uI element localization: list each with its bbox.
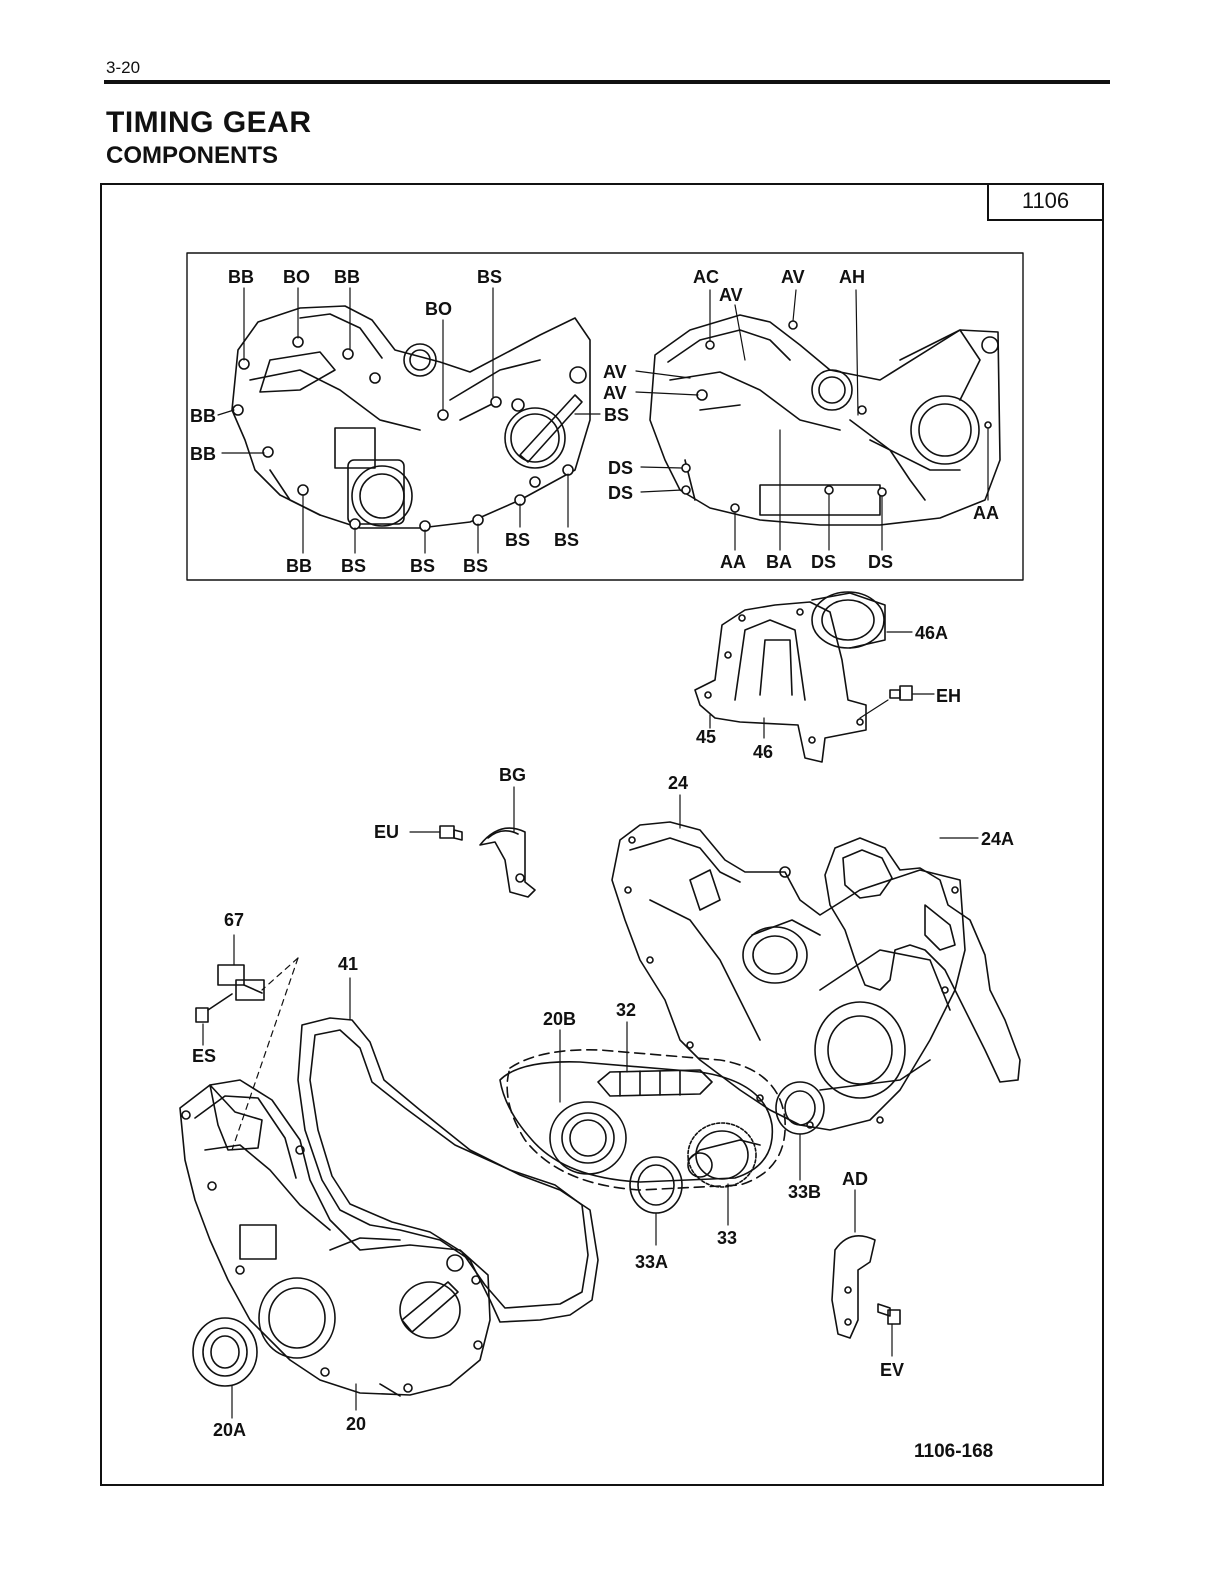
label-20b: 20B <box>543 1009 576 1029</box>
label-eu: EU <box>374 822 399 842</box>
inset-cover-outer <box>232 306 590 528</box>
callout-labels: BB BO BB BS BO BB BB BS BB BS BS BS BS B… <box>190 267 1014 1440</box>
bracket-ad <box>832 1236 875 1338</box>
label-ac: AC <box>693 267 719 287</box>
label-46: 46 <box>753 742 773 762</box>
label-33a: 33A <box>635 1252 668 1272</box>
sensor-guides <box>232 958 298 1150</box>
bolt-ev <box>878 1304 900 1324</box>
label-32: 32 <box>616 1000 636 1020</box>
label-aa: AA <box>720 552 746 572</box>
oil-seal-20a <box>193 1318 257 1386</box>
label-aa: AA <box>973 503 999 523</box>
inset-right-leaders <box>636 290 988 550</box>
label-av: AV <box>603 362 627 382</box>
label-eh: EH <box>936 686 961 706</box>
spacer-33a <box>630 1157 682 1213</box>
label-ds: DS <box>608 458 633 478</box>
label-24: 24 <box>668 773 688 793</box>
label-bs: BS <box>505 530 530 550</box>
label-bs: BS <box>341 556 366 576</box>
label-45: 45 <box>696 727 716 747</box>
bolt-es <box>196 994 232 1022</box>
label-av: AV <box>719 285 743 305</box>
inset-cover-inner <box>650 315 1000 525</box>
label-bg: BG <box>499 765 526 785</box>
label-bs: BS <box>410 556 435 576</box>
label-bo: BO <box>283 267 310 287</box>
label-46a: 46A <box>915 623 948 643</box>
label-bb: BB <box>190 406 216 426</box>
label-20: 20 <box>346 1414 366 1434</box>
label-ev: EV <box>880 1360 904 1380</box>
bolt-eh <box>890 686 912 700</box>
gasket-41 <box>298 1018 598 1322</box>
label-ds: DS <box>811 552 836 572</box>
gasket-24a <box>825 838 1020 1082</box>
label-ad: AD <box>842 1169 868 1189</box>
bolt-eu <box>440 826 462 840</box>
inset-right-bolts <box>682 321 991 512</box>
crank-gear-33 <box>688 1123 760 1187</box>
label-ds: DS <box>868 552 893 572</box>
label-67: 67 <box>224 910 244 930</box>
bracket-bg <box>480 828 535 897</box>
seal-retainer <box>695 592 885 762</box>
label-ba: BA <box>766 552 792 572</box>
label-bb: BB <box>190 444 216 464</box>
label-20a: 20A <box>213 1420 246 1440</box>
bracket-bg-leaders <box>410 787 514 832</box>
lower-leaders <box>203 795 978 1418</box>
label-33: 33 <box>717 1228 737 1248</box>
sprocket-20b <box>550 1102 626 1174</box>
label-bb: BB <box>228 267 254 287</box>
label-41: 41 <box>338 954 358 974</box>
label-av: AV <box>603 383 627 403</box>
label-bs: BS <box>463 556 488 576</box>
inset-left-leaders <box>218 288 600 553</box>
timing-cover-20 <box>180 1080 490 1396</box>
label-ds: DS <box>608 483 633 503</box>
label-bb: BB <box>286 556 312 576</box>
label-33b: 33B <box>788 1182 821 1202</box>
label-bs: BS <box>604 405 629 425</box>
label-bs: BS <box>477 267 502 287</box>
label-bo: BO <box>425 299 452 319</box>
label-ah: AH <box>839 267 865 287</box>
sensor-67 <box>218 965 264 1000</box>
label-av: AV <box>781 267 805 287</box>
label-bs: BS <box>554 530 579 550</box>
label-bb: BB <box>334 267 360 287</box>
label-es: ES <box>192 1046 216 1066</box>
label-24a: 24A <box>981 829 1014 849</box>
